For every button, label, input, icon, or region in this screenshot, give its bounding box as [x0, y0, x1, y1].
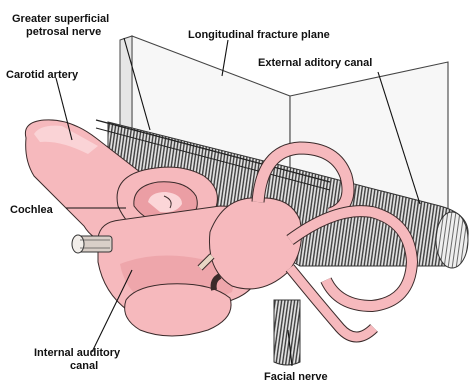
facial-nerve: [274, 300, 300, 365]
label-longitudinal-fracture-plane: Longitudinal fracture plane: [188, 29, 330, 41]
label-carotid-artery: Carotid artery: [6, 69, 79, 81]
label-gsp-line2: petrosal nerve: [26, 26, 101, 38]
label-internal-auditory-canal-line2: canal: [70, 360, 98, 372]
label-gsp-line1: Greater superficial: [12, 13, 109, 25]
external-auditory-canal-opening: [436, 212, 468, 268]
label-facial-nerve: Facial nerve: [264, 371, 328, 383]
label-internal-auditory-canal-line1: Internal auditory: [34, 347, 121, 359]
label-cochlea: Cochlea: [10, 204, 54, 216]
leader-longitudinal: [222, 40, 228, 76]
label-external-auditory-canal: External aditory canal: [258, 57, 372, 69]
